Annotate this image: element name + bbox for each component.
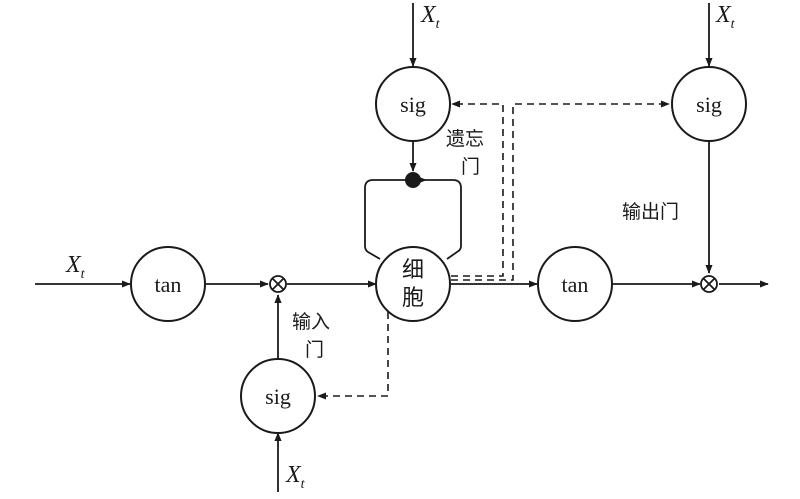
input-gate-label-line1: 输入 [292, 311, 330, 333]
xt-label-left: Xt [65, 252, 86, 282]
sig-output-label: sig [696, 92, 722, 117]
peephole-cell-to-forget [451, 100, 504, 277]
forget-gate-label-line1: 遗忘 [446, 128, 484, 150]
xt-label-input: Xt [285, 462, 306, 492]
node-sig-input: sig [240, 358, 316, 434]
node-cell: 细 胞 [375, 246, 451, 322]
xt-label-output: Xt [715, 2, 736, 32]
sig-input-label: sig [265, 384, 291, 409]
forget-gate-dot [405, 172, 421, 188]
xt-symbol: X [285, 462, 302, 488]
xt-symbol: X [715, 2, 732, 28]
peephole-cell-to-output [451, 100, 670, 281]
sig-forget-label: sig [400, 92, 426, 117]
peephole-connections [317, 100, 670, 400]
tan-input-label: tan [155, 272, 182, 297]
xt-subscript: t [301, 477, 306, 492]
xt-subscript: t [731, 17, 736, 32]
peephole-cell-to-input [317, 312, 389, 400]
xt-symbol: X [420, 2, 437, 28]
edge-cell-self-loop-right [426, 179, 462, 260]
node-tan-input: tan [130, 246, 206, 322]
xt-label-forget: Xt [420, 2, 441, 32]
input-gate-label-line2: 门 [305, 339, 324, 361]
input-mult-icon [269, 275, 287, 293]
output-gate-label: 输出门 [622, 201, 679, 223]
forget-gate-label-line2: 门 [461, 156, 480, 178]
node-tan-output: tan [537, 246, 613, 322]
xt-symbol: X [65, 252, 82, 278]
xt-subscript: t [81, 267, 86, 282]
cell-label-line2: 胞 [402, 286, 424, 311]
node-sig-output: sig [671, 66, 747, 142]
solid-connections [35, 3, 769, 492]
tan-output-label: tan [562, 272, 589, 297]
xt-subscript: t [436, 17, 441, 32]
edge-cell-self-loop-left [364, 176, 427, 260]
node-sig-forget: sig [375, 66, 451, 142]
output-mult-icon [700, 275, 718, 293]
cell-label-line1: 细 [402, 258, 424, 283]
